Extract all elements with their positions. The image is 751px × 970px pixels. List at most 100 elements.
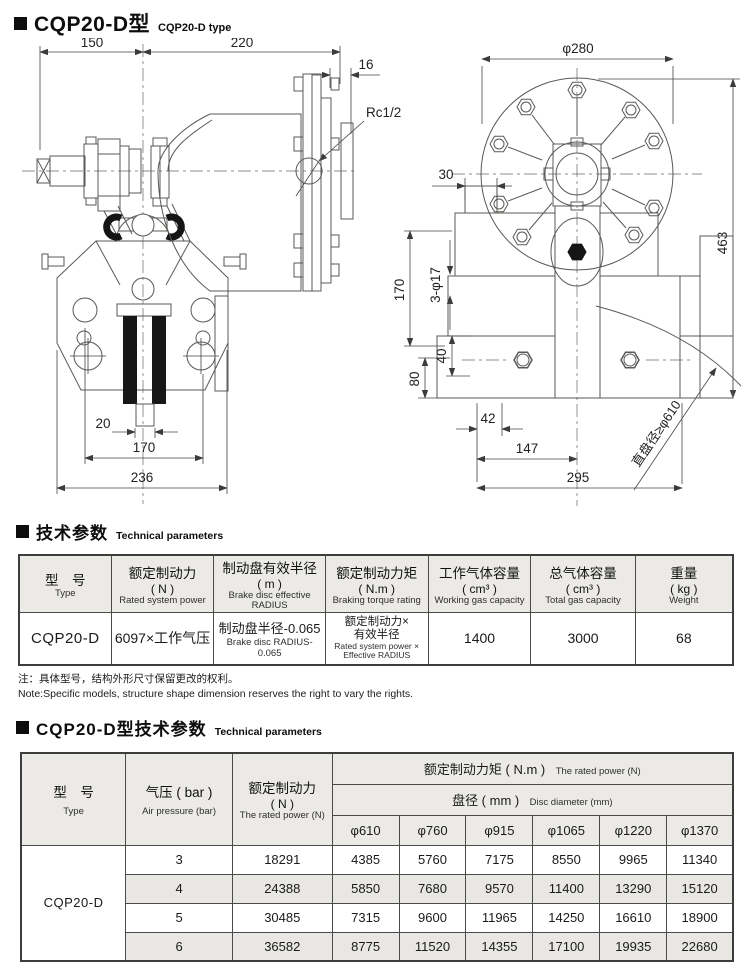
brake-pad-right bbox=[152, 316, 166, 404]
t2-header-disc-span: 盘径 ( mm ) Disc diameter (mm) bbox=[331, 783, 734, 816]
t1-header-total-gas: 总气体容量 ( cm³ ) Total gas capacity bbox=[530, 554, 636, 613]
heading-square-marker bbox=[14, 16, 27, 30]
table-cell: 9600 bbox=[398, 902, 467, 933]
table-cell: 7175 bbox=[465, 844, 534, 875]
table-cell: 18900 bbox=[666, 902, 734, 933]
port-label: Rc1/2 bbox=[366, 105, 401, 120]
dim-3phi17-label: 3-φ17 bbox=[428, 267, 443, 303]
t2-row-5bar: 5 30485 7315 9600 11965 14250 16610 1890… bbox=[21, 902, 734, 933]
t1-header-braking-torque: 额定制动力矩 ( N.m ) Braking torque rating bbox=[324, 554, 429, 613]
table-cell: 24388 bbox=[231, 873, 333, 904]
t1-header-working-gas: 工作气体容量 ( cm³ ) Working gas capacity bbox=[427, 554, 532, 613]
table-cell: 18291 bbox=[231, 844, 333, 875]
dim-80-label: 80 bbox=[407, 371, 422, 386]
table-cell: 5 bbox=[125, 902, 233, 933]
table-cell: 7680 bbox=[398, 873, 467, 904]
table-cell: 11340 bbox=[666, 844, 734, 875]
table-cell: 11965 bbox=[465, 902, 534, 933]
page-title-zh: CQP20-D型 bbox=[34, 13, 151, 36]
t1-header-weight: 重量 ( kg ) Weight bbox=[634, 554, 734, 613]
table-cell: 19935 bbox=[599, 931, 668, 962]
section2-title-en: Technical parameters bbox=[116, 530, 224, 542]
t2-header-d1370: φ1370 bbox=[666, 814, 734, 846]
technical-drawing: 150 220 16 Rc1/2 bbox=[22, 38, 742, 506]
model-technical-parameters-table: 型 号 Type 气压 ( bar ) Air pressure (bar) 额… bbox=[20, 752, 734, 962]
t2-row-4bar: 4 24388 5850 7680 9570 11400 13290 15120 bbox=[21, 873, 734, 904]
section3-heading: CQP20-D型技术参数 Technical parameters bbox=[16, 715, 322, 740]
table-cell: 17100 bbox=[532, 931, 601, 962]
t2-header-torque-span: 额定制动力矩 ( N.m ) The rated power (N) bbox=[331, 752, 734, 785]
t1-cell-working-gas: 1400 bbox=[427, 612, 532, 665]
dim-236-label: 236 bbox=[131, 470, 154, 485]
table-cell: 22680 bbox=[666, 931, 734, 962]
dim-170-left-label: 170 bbox=[133, 440, 156, 455]
table-notes: 注：具体型号，结构外形尺寸保留更改的权利。 Note:Specific mode… bbox=[18, 672, 718, 702]
page-title-en: CQP20-D type bbox=[158, 22, 232, 34]
table-cell: 36582 bbox=[231, 931, 333, 962]
t1-header-disc-radius: 制动盘有效半径 ( m ) Brake disc effective RADIU… bbox=[213, 554, 326, 613]
t1-cell-total-gas: 3000 bbox=[530, 612, 636, 665]
heading-square-marker bbox=[16, 525, 29, 538]
brake-pad-left bbox=[123, 316, 137, 404]
table-cell: 14250 bbox=[532, 902, 601, 933]
t2-header-d760: φ760 bbox=[398, 814, 467, 846]
dim-220-label: 220 bbox=[231, 38, 254, 50]
t1-header-rated-power: 额定制动力 ( N ) Rated system power bbox=[110, 554, 215, 613]
table-cell: 6 bbox=[125, 931, 233, 962]
t2-row-6bar: 6 36582 8775 11520 14355 17100 19935 226… bbox=[21, 931, 734, 962]
t2-cell-model: CQP20-D bbox=[20, 844, 127, 962]
dim-phi280-label: φ280 bbox=[562, 41, 593, 56]
table-cell: 4385 bbox=[331, 844, 400, 875]
t2-header-pressure: 气压 ( bar ) Air pressure (bar) bbox=[125, 752, 233, 846]
heading-square-marker bbox=[16, 721, 29, 734]
spokes bbox=[507, 98, 646, 231]
table-cell: 3 bbox=[125, 844, 233, 875]
note-zh: 注：具体型号，结构外形尺寸保留更改的权利。 bbox=[18, 673, 239, 685]
base-structure bbox=[436, 185, 734, 399]
t1-cell-model: CQP20-D bbox=[18, 612, 112, 665]
table-cell: 11520 bbox=[398, 931, 467, 962]
t2-header-d610: φ610 bbox=[331, 814, 400, 846]
table-cell: 13290 bbox=[599, 873, 668, 904]
hub-nut bbox=[567, 243, 587, 261]
t2-header-d1065: φ1065 bbox=[532, 814, 601, 846]
disc-diameter-note: 直盘径≥φ610 bbox=[629, 398, 684, 470]
section2-heading: 技术参数 Technical parameters bbox=[16, 519, 223, 544]
t1-cell-power: 6097×工作气压 bbox=[110, 612, 215, 665]
section1-heading: CQP20-D型 CQP20-D type bbox=[14, 8, 231, 38]
table-cell: 4 bbox=[125, 873, 233, 904]
dim-30-label: 30 bbox=[438, 167, 453, 182]
dim-295-label: 295 bbox=[567, 470, 590, 485]
section3-title-zh: CQP20-D型技术参数 bbox=[36, 720, 207, 739]
dim-42-label: 42 bbox=[480, 411, 495, 426]
right-clip bbox=[165, 213, 185, 241]
section3-title-en: Technical parameters bbox=[214, 726, 322, 738]
t2-row-3bar: CQP20-D 3 18291 4385 5760 7175 8550 9965… bbox=[20, 844, 734, 962]
table-cell: 9965 bbox=[599, 844, 668, 875]
t2-header-d1220: φ1220 bbox=[599, 814, 668, 846]
table-cell: 16610 bbox=[599, 902, 668, 933]
note-en: Note:Specific models, structure shape di… bbox=[18, 688, 414, 700]
table-cell: 5850 bbox=[331, 873, 400, 904]
t1-cell-weight: 68 bbox=[634, 612, 734, 665]
table-cell: 8550 bbox=[532, 844, 601, 875]
table-cell: 11400 bbox=[532, 873, 601, 904]
table-cell: 15120 bbox=[666, 873, 734, 904]
table-cell: 7315 bbox=[331, 902, 400, 933]
section2-title-zh: 技术参数 bbox=[36, 524, 108, 543]
dim-150-label: 150 bbox=[81, 38, 104, 50]
dim-147-label: 147 bbox=[516, 441, 539, 456]
dim-463-label: 463 bbox=[715, 232, 730, 255]
t2-header-rated-power: 额定制动力 ( N ) The rated power (N) bbox=[231, 752, 333, 846]
left-clip bbox=[103, 213, 123, 241]
table-cell: 8775 bbox=[331, 931, 400, 962]
technical-parameters-table: 型 号 Type 额定制动力 ( N ) Rated system power … bbox=[18, 554, 734, 666]
dim-20-label: 20 bbox=[95, 416, 110, 431]
flange-bolts bbox=[293, 76, 340, 278]
dim-40-label: 40 bbox=[434, 348, 449, 363]
table-cell: 14355 bbox=[465, 931, 534, 962]
t1-cell-torque: 额定制动力× 有效半径 Rated system power × Effecti… bbox=[324, 612, 429, 665]
table-cell: 5760 bbox=[398, 844, 467, 875]
t1-cell-radius: 制动盘半径-0.065 Brake disc RADIUS-0.065 bbox=[213, 612, 326, 665]
